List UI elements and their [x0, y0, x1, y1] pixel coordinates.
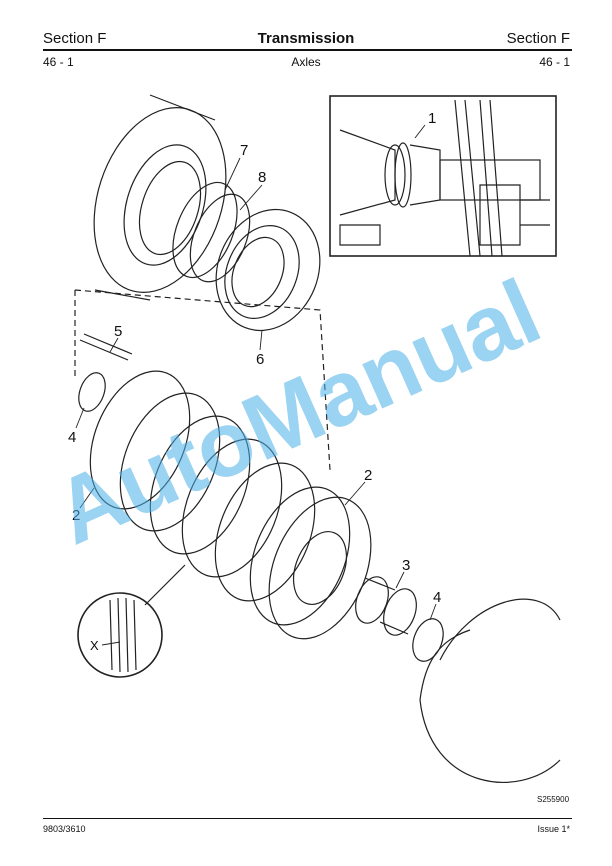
leader-lines [75, 124, 437, 646]
callout-4-left: 4 [68, 429, 76, 446]
page-title: Transmission [257, 30, 355, 47]
callout-7: 7 [240, 142, 248, 159]
callout-1: 1 [428, 110, 436, 127]
circlip-4-left [78, 372, 106, 412]
detail-circle-x [77, 564, 186, 678]
circlip-4-right [412, 618, 444, 662]
callout-2-right: 2 [364, 467, 372, 484]
figure-reference: S255900 [537, 795, 570, 804]
callout-4-right: 4 [433, 589, 441, 606]
callout-6: 6 [256, 351, 264, 368]
callout-x: X [90, 638, 99, 653]
section-label-left: Section F [43, 30, 107, 47]
splined-hub-3 [355, 576, 417, 636]
ring-8 [189, 193, 251, 283]
pin-5 [79, 333, 133, 361]
inset-panel [329, 95, 557, 257]
piston-bell-6 [215, 208, 321, 332]
callout-2-left: 2 [72, 507, 80, 524]
page-subtitle: Axles [291, 55, 321, 69]
callout-8: 8 [258, 169, 266, 186]
ring-7 [172, 181, 238, 279]
header-rule [43, 49, 572, 51]
callout-3: 3 [402, 557, 410, 574]
document-number: 9803/3610 [43, 824, 86, 834]
section-label-right: Section F [506, 30, 570, 47]
page-number-left: 46 - 1 [43, 55, 74, 69]
assembly-bracket [74, 289, 331, 471]
wheel-carrier [419, 598, 561, 783]
callout-5: 5 [114, 323, 122, 340]
footer-rule [43, 818, 572, 819]
issue-label: Issue 1* [537, 824, 570, 834]
page-number-right: 46 - 1 [539, 55, 570, 69]
